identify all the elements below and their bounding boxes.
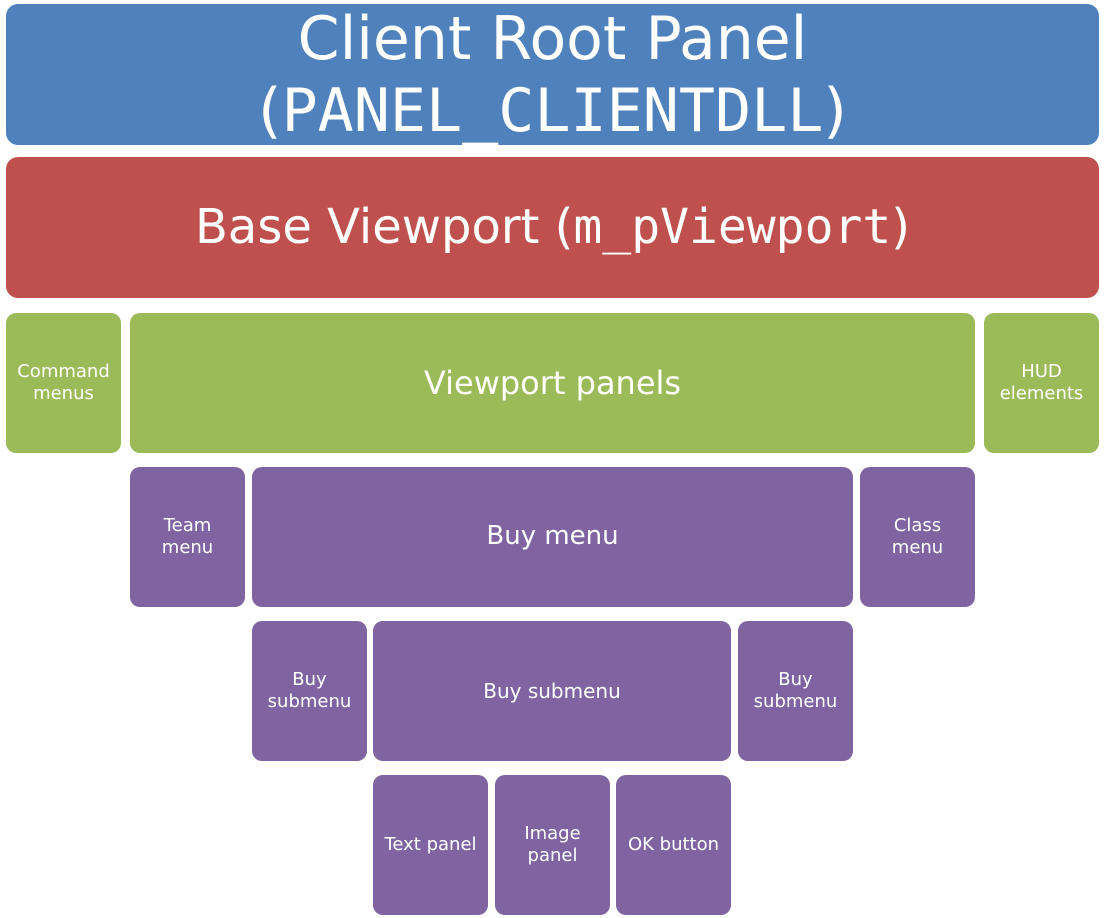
team-menu-box: Team menu	[130, 467, 245, 607]
hud-elements-box: HUD elements	[984, 313, 1099, 453]
buy-submenu-left-box: Buy submenu	[252, 621, 367, 761]
viewport-panels-label: Viewport panels	[423, 363, 682, 402]
buy-submenu-left-label: Buy submenu	[267, 669, 352, 712]
client-root-panel-box: Client Root Panel (PANEL_CLIENTDLL)	[6, 3, 1099, 146]
command-menus-label: Command menus	[17, 361, 110, 404]
client-root-panel-code: PANEL_CLIENTDLL	[281, 75, 824, 146]
buy-submenu-right-box: Buy submenu	[738, 621, 853, 761]
ok-button-label: OK button	[627, 834, 720, 856]
buy-submenu-center-box: Buy submenu	[373, 621, 731, 761]
viewport-panels-box: Viewport panels	[130, 313, 975, 453]
buy-menu-box: Buy menu	[252, 467, 853, 607]
ok-button-box: OK button	[616, 775, 731, 915]
base-viewport-box: Base Viewport (m_pViewport)	[6, 157, 1099, 298]
command-menus-box: Command menus	[6, 313, 121, 453]
hud-elements-label: HUD elements	[999, 361, 1084, 404]
buy-submenu-right-label: Buy submenu	[753, 669, 838, 712]
class-menu-box: Class menu	[860, 467, 975, 607]
buy-menu-label: Buy menu	[486, 521, 619, 552]
image-panel-label: Image panel	[524, 823, 581, 866]
base-viewport-label: Base Viewport (m_pViewport)	[194, 198, 911, 255]
client-root-panel-label: Client Root Panel (PANEL_CLIENTDLL)	[258, 3, 847, 146]
team-menu-label: Team menu	[161, 515, 214, 558]
text-panel-label: Text panel	[384, 834, 477, 856]
text-panel-box: Text panel	[373, 775, 488, 915]
class-menu-label: Class menu	[891, 515, 944, 558]
image-panel-box: Image panel	[495, 775, 610, 915]
buy-submenu-center-label: Buy submenu	[483, 679, 621, 703]
base-viewport-code: m_pViewport	[573, 198, 892, 255]
